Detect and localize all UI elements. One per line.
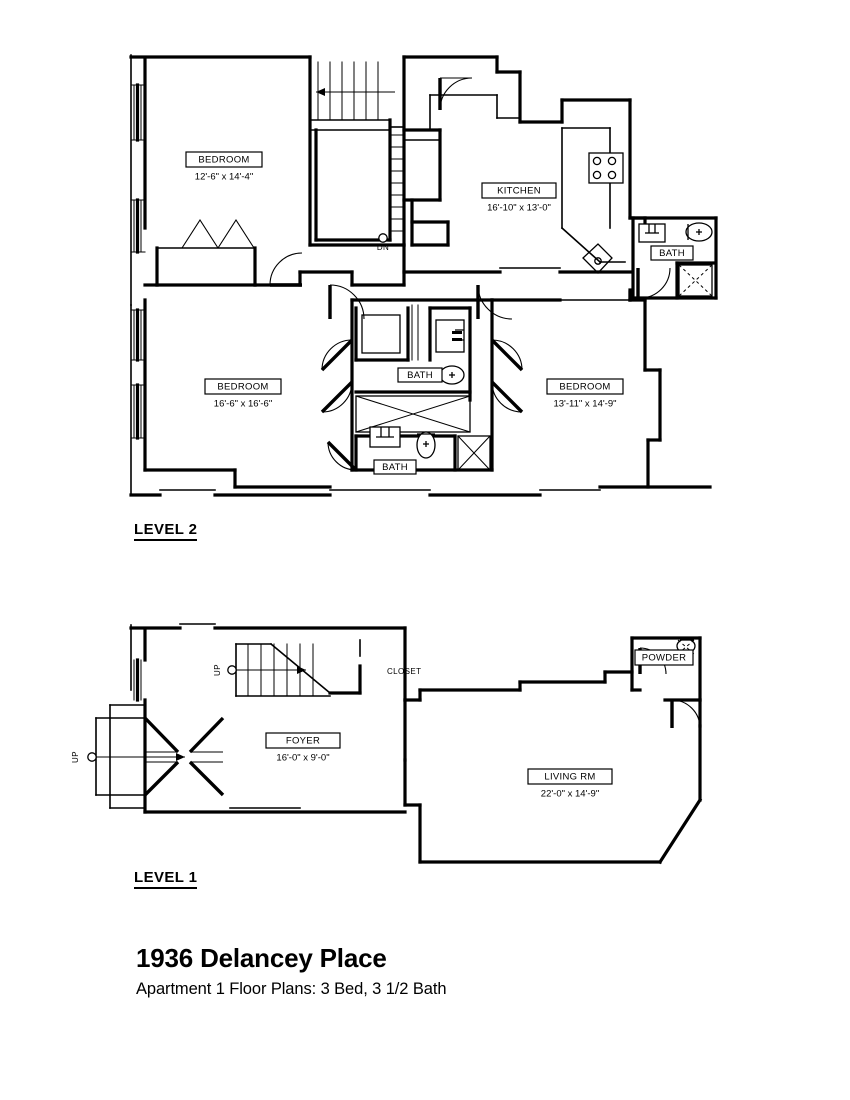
room-label-box-living-room	[527, 768, 613, 785]
level-2-stair: DN	[308, 55, 406, 252]
room-label-powder: POWDER	[642, 653, 687, 664]
room-label-kitchen: KITCHEN	[497, 186, 541, 197]
room-dimensions-kitchen: 16'-10" x 13'-0"	[487, 203, 551, 214]
level-2-bath-upper-right: BATH	[628, 216, 718, 300]
sheet-subtitle: Apartment 1 Floor Plans: 3 Bed, 3 1/2 Ba…	[136, 979, 447, 998]
room-label-box-bath-lower	[373, 459, 417, 475]
annotation-closet: CLOSET	[387, 667, 421, 676]
stair-dn-label: DN	[377, 243, 389, 252]
stair-up-label: UP	[213, 664, 222, 676]
room-label-box-powder	[634, 649, 694, 666]
room-label-box-bedroom-2	[204, 378, 282, 395]
entry-up-label: UP	[71, 751, 80, 763]
room-label-box-bedroom-3	[546, 378, 624, 395]
room-label-box-kitchen	[481, 182, 557, 199]
level-2-partitions-right	[490, 290, 632, 302]
room-dimensions-bedroom-2: 16'-6" x 16'-6"	[214, 399, 272, 410]
stair-direction-node-level1	[227, 665, 237, 675]
sheet-title: 1936 Delancey Place	[136, 943, 387, 973]
room-label-foyer: FOYER	[286, 736, 320, 747]
level-2-exterior-walls	[129, 54, 712, 497]
room-label-bedroom-1: BEDROOM	[198, 155, 249, 166]
room-label-box-bath-upper-right	[650, 245, 694, 261]
level-2-windows-left	[130, 83, 146, 440]
room-label-box-foyer	[265, 732, 341, 749]
kitchen-range-icon	[588, 152, 624, 184]
room-dimensions-foyer: 16'-0" x 9'-0"	[276, 753, 329, 764]
room-dimensions-living-room: 22'-0" x 14'-9"	[541, 789, 599, 800]
room-label-bedroom-3: BEDROOM	[559, 382, 610, 393]
room-label-living-room: LIVING RM	[544, 772, 595, 783]
kitchen-sink-icon	[582, 243, 613, 274]
level-2-central-core: BATH BATH	[320, 284, 524, 475]
room-label-bedroom-2: BEDROOM	[217, 382, 268, 393]
title-block: 1936 Delancey Place Apartment 1 Floor Pl…	[136, 943, 736, 1000]
room-label-bath-upper-right: BATH	[659, 248, 685, 259]
room-label-box-bedroom-1	[185, 151, 263, 168]
level-1-entry-vestibule: UP	[71, 704, 225, 809]
room-dimensions-bedroom-1: 12'-6" x 14'-4"	[195, 172, 253, 183]
room-label-box-bath-center	[397, 367, 443, 383]
level-2-partitions-top	[143, 77, 632, 287]
level-1-title: LEVEL 1	[134, 869, 198, 890]
level-1-stair: UP	[213, 639, 362, 697]
level-2-title: LEVEL 2	[134, 521, 198, 542]
room-dimensions-bedroom-3: 13'-11" x 14'-9"	[553, 399, 616, 410]
stair-direction-node	[378, 233, 388, 243]
entry-direction-node	[87, 752, 97, 762]
room-label-bath-center: BATH	[407, 370, 433, 381]
level-1-room-labels: POWDER CLOSET FOYER 16'-0" x 9'-0" LIVIN…	[265, 649, 694, 800]
level-2-room-labels: BEDROOM 12'-6" x 14'-4" KITCHEN 16'-10" …	[185, 151, 624, 410]
room-label-bath-lower: BATH	[382, 462, 408, 473]
level-1-exterior-walls	[129, 623, 703, 865]
